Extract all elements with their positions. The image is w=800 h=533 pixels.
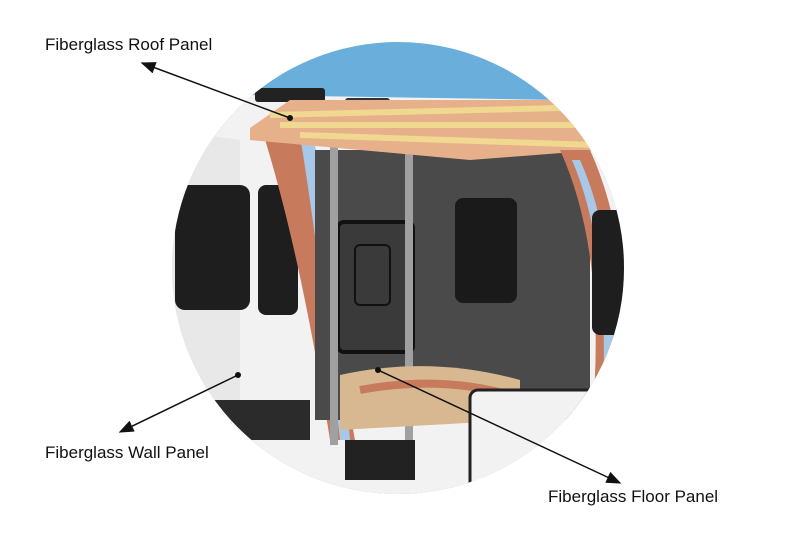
floor-arrow [377, 369, 622, 484]
entry-steps [345, 440, 415, 480]
window-left [175, 185, 250, 310]
roof-vent [255, 88, 325, 102]
wall-panel-label: Fiberglass Wall Panel [45, 443, 209, 462]
roof-panel-label: Fiberglass Roof Panel [45, 35, 213, 54]
roof-arrow [140, 62, 291, 119]
interior-window [455, 198, 517, 303]
wall-arrow [118, 374, 239, 433]
floor-panel-label: Fiberglass Floor Panel [548, 487, 719, 506]
entry-door [336, 220, 415, 354]
